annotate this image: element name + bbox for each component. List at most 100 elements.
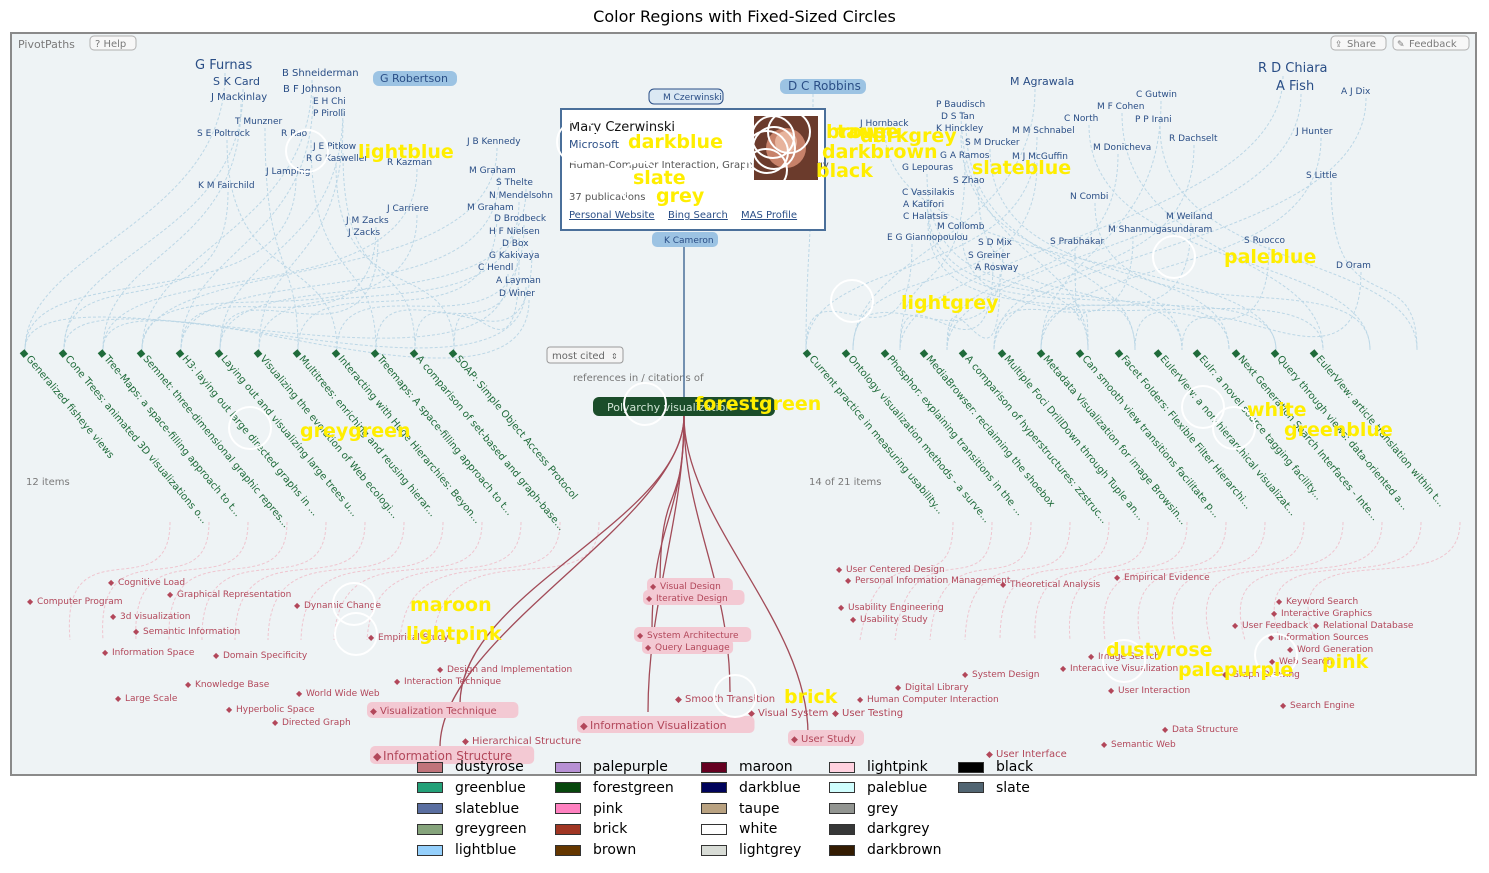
author-node[interactable]: M Agrawala xyxy=(1010,75,1074,88)
feedback-button[interactable]: ✎ Feedback xyxy=(1392,35,1470,51)
author-node[interactable]: C Halatsis xyxy=(903,212,948,222)
keyword-node[interactable]: Data Structure xyxy=(1172,725,1239,735)
keyword-node[interactable]: Information Structure xyxy=(383,749,512,763)
keyword-node[interactable]: Information Space xyxy=(112,648,195,658)
keyword-node[interactable]: Semantic Information xyxy=(143,627,240,637)
author-node[interactable]: G Lepouras xyxy=(902,163,953,173)
author-node[interactable]: M J McGuffin xyxy=(1012,152,1068,162)
author-node[interactable]: S K Card xyxy=(213,75,260,88)
author-node[interactable]: G Robertson xyxy=(380,72,448,85)
author-node[interactable]: H F Nielsen xyxy=(489,227,540,237)
author-node[interactable]: M Graham xyxy=(467,203,514,213)
keyword-node[interactable]: Visualization Technique xyxy=(380,706,497,717)
author-node[interactable]: N Combi xyxy=(1070,192,1108,202)
author-node[interactable]: G Kakivaya xyxy=(489,251,540,261)
author-node[interactable]: R D Chiara xyxy=(1258,61,1328,76)
author-node[interactable]: S E Poltrock xyxy=(197,129,251,139)
keyword-node[interactable]: User Interface xyxy=(996,749,1067,760)
author-node[interactable]: A Layman xyxy=(496,276,541,286)
share-button[interactable]: ⇪ Share xyxy=(1330,35,1387,51)
author-node[interactable]: E G Giannopoulou xyxy=(887,233,968,243)
keyword-node[interactable]: Design and Implementation xyxy=(447,665,572,675)
keyword-node[interactable]: Computer Program xyxy=(37,597,123,607)
author-node[interactable]: M Donicheva xyxy=(1093,143,1151,153)
author-node[interactable]: S Prabhakar xyxy=(1050,237,1105,247)
mas-profile-link[interactable]: MAS Profile xyxy=(741,210,797,221)
author-node[interactable]: M F Cohen xyxy=(1097,102,1144,112)
keyword-node[interactable]: Visual System xyxy=(758,708,828,719)
keyword-node[interactable]: Word Generation xyxy=(1297,645,1373,655)
author-node[interactable]: B F Johnson xyxy=(283,84,341,95)
author-node[interactable]: J Carriere xyxy=(386,204,429,214)
keyword-node[interactable]: User Interaction xyxy=(1118,686,1190,696)
keyword-node[interactable]: Personal Information Management xyxy=(855,576,1011,586)
author-node[interactable]: S Greiner xyxy=(968,251,1010,261)
author-node[interactable]: J M Zacks xyxy=(345,216,389,226)
author-node[interactable]: K M Fairchild xyxy=(198,181,255,191)
keyword-node[interactable]: Interactive Graphics xyxy=(1281,609,1372,619)
author-node[interactable]: D Box xyxy=(502,239,529,249)
author-node[interactable]: A Fish xyxy=(1276,79,1314,94)
keyword-node[interactable]: Information Sources xyxy=(1278,633,1369,643)
keyword-node[interactable]: Keyword Search xyxy=(1286,597,1358,607)
keyword-node[interactable]: Empirical Study xyxy=(378,633,449,643)
author-node[interactable]: B Shneiderman xyxy=(282,68,359,79)
keyword-node[interactable]: Hierarchical Structure xyxy=(472,736,581,747)
center-node[interactable]: Polyarchy visualization xyxy=(593,397,775,416)
keyword-node[interactable]: System Architecture xyxy=(647,631,739,641)
keyword-node[interactable]: Interaction Technique xyxy=(404,677,501,687)
author-node[interactable]: S Thelte xyxy=(496,178,533,188)
author-node[interactable]: A J Dix xyxy=(1341,87,1371,97)
author-node[interactable]: T Munzner xyxy=(234,117,282,127)
author-top-chip[interactable]: M Czerwinski xyxy=(648,88,724,105)
author-node[interactable]: J Mackinlay xyxy=(210,92,267,103)
keyword-node[interactable]: Dynamic Change xyxy=(304,601,381,611)
keyword-node[interactable]: Iterative Design xyxy=(656,594,728,604)
author-node[interactable]: S Little xyxy=(1306,171,1338,181)
personal-website-link[interactable]: Personal Website xyxy=(569,210,655,221)
author-node[interactable]: C Hendl xyxy=(478,263,513,273)
keyword-node[interactable]: User Feedback xyxy=(1242,621,1309,631)
author-node[interactable]: M M Schnabel xyxy=(1012,126,1075,136)
author-node[interactable]: C North xyxy=(1064,114,1098,124)
keyword-node[interactable]: User Testing xyxy=(842,708,903,719)
author-node[interactable]: J Zacks xyxy=(347,228,380,238)
keyword-node[interactable]: Cognitive Load xyxy=(118,578,185,588)
keyword-node[interactable]: World Wide Web xyxy=(306,689,380,699)
author-node[interactable]: D Oram xyxy=(1336,261,1371,271)
keyword-node[interactable]: User Study xyxy=(801,734,856,745)
keyword-node[interactable]: System Design xyxy=(972,670,1040,680)
keyword-node[interactable]: Domain Specificity xyxy=(223,651,308,661)
keyword-node[interactable]: Relational Database xyxy=(1323,621,1414,631)
keyword-node[interactable]: Interactive Visualization xyxy=(1070,664,1178,674)
author-node[interactable]: M Graham xyxy=(469,166,516,176)
keyword-node[interactable]: Digital Library xyxy=(905,683,969,693)
author-node[interactable]: S Ruocco xyxy=(1244,236,1286,246)
author-node[interactable]: D Brodbeck xyxy=(494,214,547,224)
author-node[interactable]: R G Kasweller xyxy=(306,154,368,164)
author-node[interactable]: E H Chi xyxy=(313,97,346,107)
sort-select[interactable]: most cited ⇕ xyxy=(546,346,624,364)
author-node[interactable]: C Gutwin xyxy=(1136,90,1177,100)
author-node[interactable]: A Katifori xyxy=(903,200,944,210)
author-node[interactable]: R Dachselt xyxy=(1169,134,1218,144)
author-bottom-chip[interactable]: K Cameron xyxy=(652,232,718,247)
keyword-node[interactable]: Image Search xyxy=(1098,652,1160,662)
author-node[interactable]: N Mendelsohn xyxy=(489,191,553,201)
keyword-node[interactable]: Search Engine xyxy=(1290,701,1355,711)
author-node[interactable]: J Hunter xyxy=(1295,127,1333,137)
author-node[interactable]: P Pirolli xyxy=(313,109,346,119)
keyword-node[interactable]: Information Visualization xyxy=(590,719,727,732)
keyword-node[interactable]: Theoretical Analysis xyxy=(1009,580,1101,590)
author-node[interactable]: J Lamping xyxy=(265,167,310,177)
keyword-node[interactable]: Directed Graph xyxy=(282,718,351,728)
author-node[interactable]: S M Drucker xyxy=(965,138,1020,148)
bing-search-link[interactable]: Bing Search xyxy=(668,210,728,221)
keyword-node[interactable]: Knowledge Base xyxy=(195,680,270,690)
author-node[interactable]: D S Tan xyxy=(941,112,975,122)
author-node[interactable]: D Winer xyxy=(499,289,535,299)
keyword-node[interactable]: Graph Drawing xyxy=(1232,670,1300,680)
author-node[interactable]: M Shanmugasundaram xyxy=(1108,225,1212,235)
keyword-node[interactable]: Graphical Representation xyxy=(177,590,291,600)
keyword-node[interactable]: Smooth Transition xyxy=(685,694,775,705)
